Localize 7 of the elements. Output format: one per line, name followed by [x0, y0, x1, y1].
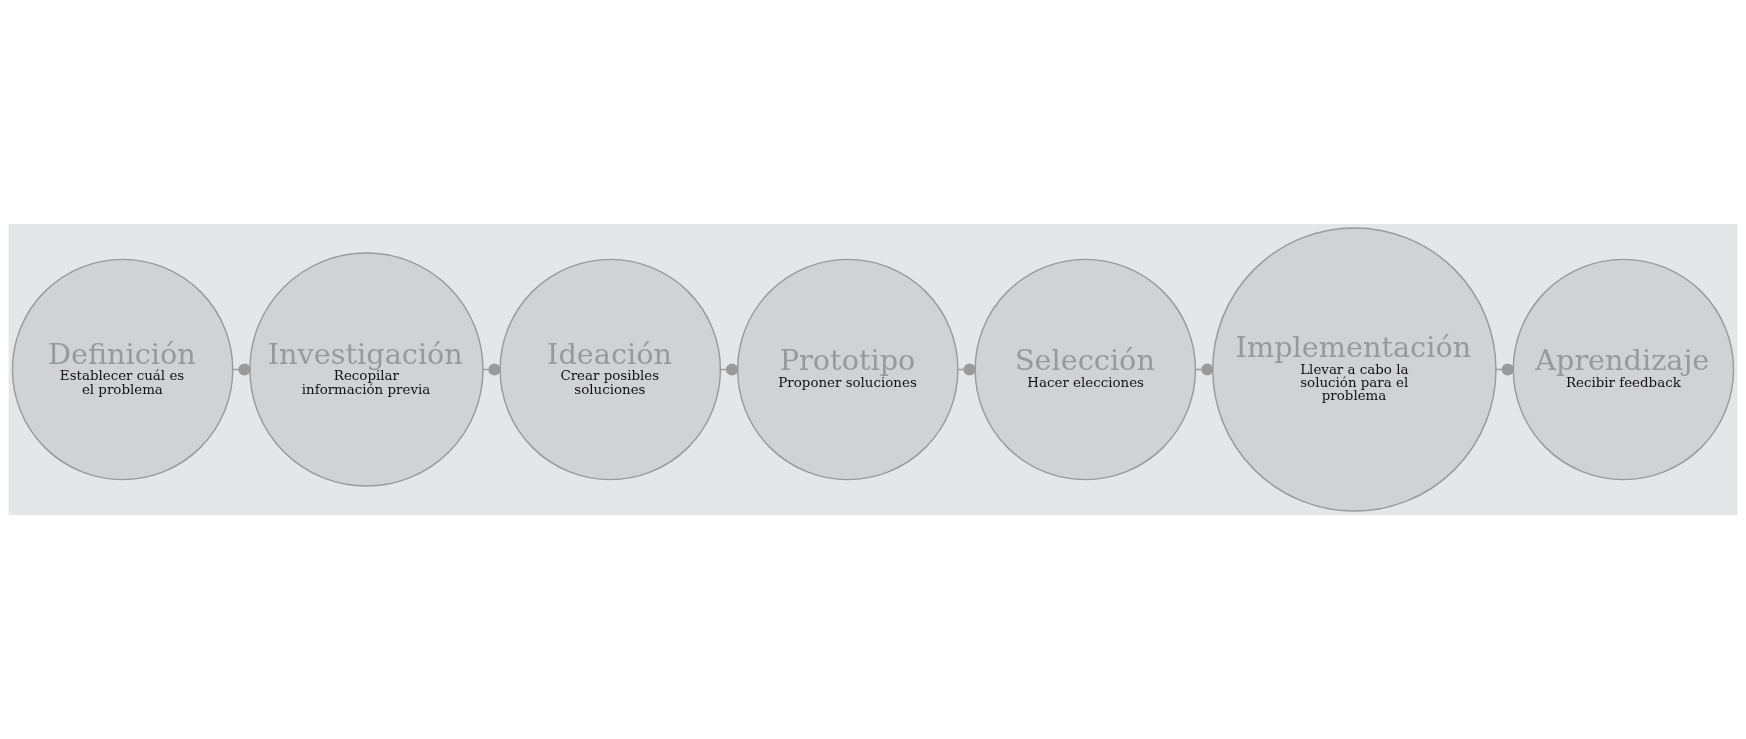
node-circle: Aprendizaje Recibir feedback — [1512, 258, 1735, 481]
node-circle: Selección Hacer elecciones — [974, 258, 1197, 481]
node-circle: Prototipo Proponer soluciones — [736, 258, 959, 481]
node-circle: Ideación Crear posibles soluciones — [499, 258, 722, 481]
node-circle: Investigación Recopilar información previa — [249, 252, 484, 487]
node-circle: Definición Establecer cuál es el problema — [11, 258, 234, 481]
node-circle: Implementación Llevar a cabo la solución para el problema — [1212, 227, 1497, 512]
